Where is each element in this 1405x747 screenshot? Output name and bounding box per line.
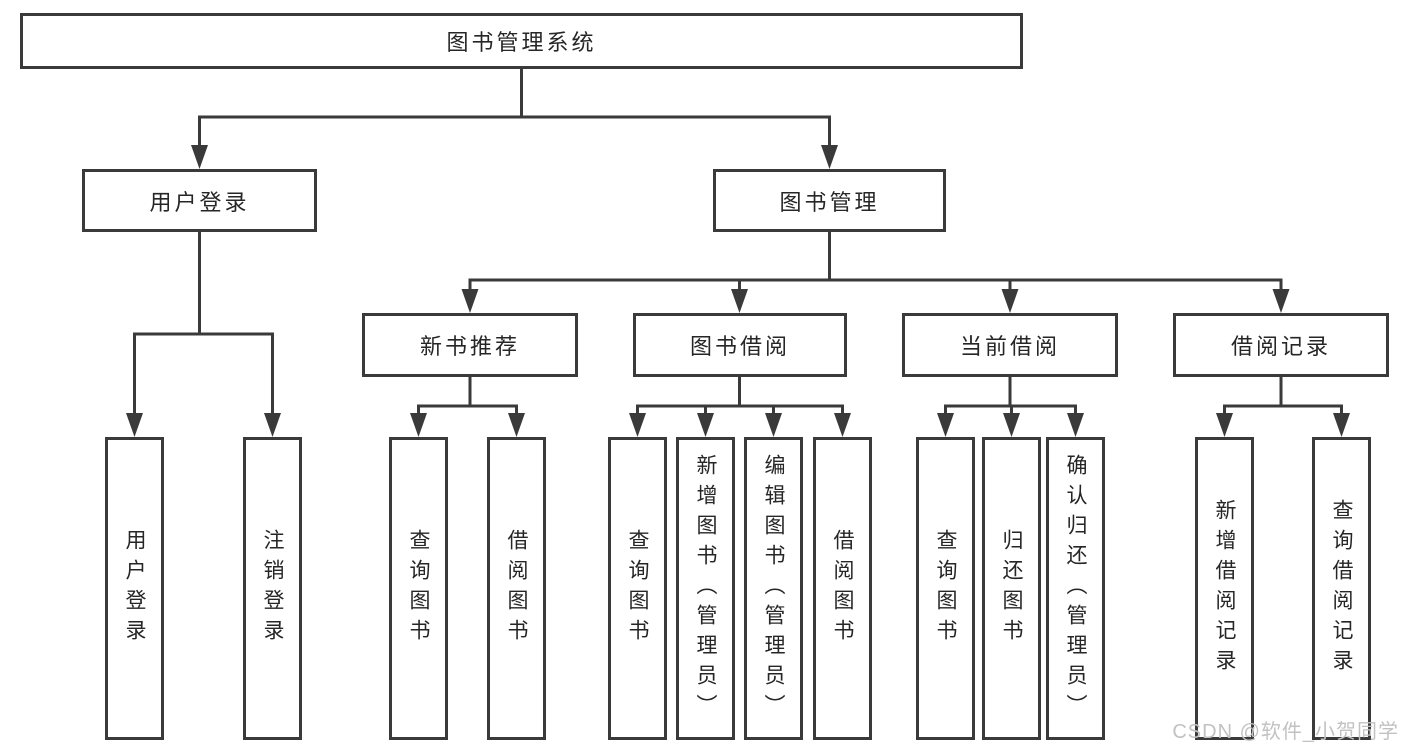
node-leaf-return-book: 归还图书 [982, 437, 1041, 740]
node-leaf-query-books-3: 查询图书 [916, 437, 975, 740]
watermark: CSDN @软件_小贺同学 [1172, 721, 1399, 743]
node-leaf-logout: 注销登录 [243, 437, 302, 740]
node-leaf-user-login: 用户登录 [105, 437, 164, 740]
node-leaf-confirm-return-admin: 确认归还（管理员） [1046, 437, 1105, 740]
node-book-management: 图书管理 [713, 169, 946, 232]
node-leaf-query-borrow-record: 查询借阅记录 [1312, 437, 1371, 740]
node-library-management-system: 图书管理系统 [20, 13, 1023, 69]
node-leaf-query-books-1: 查询图书 [389, 437, 448, 740]
node-new-book-recommendation: 新书推荐 [362, 313, 578, 377]
node-leaf-add-book-admin: 新增图书（管理员） [676, 437, 735, 740]
node-leaf-edit-book-admin: 编辑图书（管理员） [744, 437, 803, 740]
node-leaf-add-borrow-record: 新增借阅记录 [1195, 437, 1254, 740]
node-user-login: 用户登录 [82, 169, 317, 232]
node-book-borrowing: 图书借阅 [633, 313, 847, 377]
node-leaf-borrow-books-1: 借阅图书 [487, 437, 546, 740]
node-leaf-query-books-2: 查询图书 [608, 437, 667, 740]
node-borrowing-records: 借阅记录 [1173, 313, 1389, 377]
node-leaf-borrow-books-2: 借阅图书 [813, 437, 872, 740]
arrowheads [126, 145, 1350, 437]
node-current-borrowing: 当前借阅 [902, 313, 1118, 377]
